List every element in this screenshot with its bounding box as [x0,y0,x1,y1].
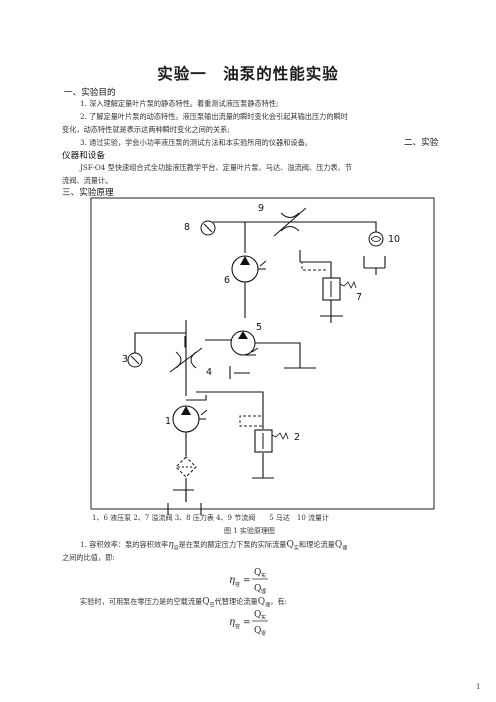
page-number: 1 [476,683,481,691]
label-9: 9 [258,203,264,214]
label-4: 4 [206,367,212,378]
label-3: 3 [122,354,128,365]
label-7: 7 [356,292,362,303]
svg-text:容: 容 [235,581,240,588]
equipment-line-2: 流阀、流量计。 [62,176,113,185]
efficiency-paragraph-cont: 之间的比值，即: [62,553,115,562]
diagram-frame [90,197,435,510]
svg-text:理: 理 [261,589,266,595]
section-heading-equipment: 二、实验 [404,138,439,148]
purpose-item-2: 2. 了解定量叶片泵的动态特性。液压泵输出流量的瞬时变化会引起其输出压力的瞬时 [80,112,348,121]
diagram-legend: 1、6 液压泵 2、7 溢流阀 3、8 压力表 4、9 节流阀 5 马达 10 … [92,514,330,522]
svg-text:Q: Q [254,626,261,636]
label-2: 2 [294,432,300,443]
svg-text:容: 容 [235,623,240,630]
component-labels: 1 2 3 4 5 6 7 8 9 10 [122,203,400,443]
svg-text:η: η [229,575,235,586]
section-heading-purpose: 一、实验目的 [64,88,116,98]
svg-text:实: 实 [261,572,266,579]
page-title: 实验一 油泵的性能实验 [157,65,339,83]
svg-text:=: = [243,576,251,586]
equipment-line-1: JSF-O4 型快速组合式全功能液压教学平台、定量叶片泵、马达、溢流阀、压力表、… [80,163,353,172]
section-heading-equipment-cont: 仪器和设备 [62,151,105,161]
svg-text:η: η [229,617,235,628]
label-10: 10 [388,234,400,245]
svg-text:Q: Q [254,610,261,620]
purpose-item-2-cont: 变化，动态特性就是表示这两种瞬时变化之间的关系; [62,125,230,134]
section-heading-principle: 三、实验原理 [62,188,114,198]
svg-text:零: 零 [261,631,266,637]
efficiency-paragraph: 1. 容积效率：泵的容积效率η容是在泵的额定压力下泵的实际流量Q实和理论流量Q理 [80,540,348,552]
circuit-lines [134,221,386,515]
svg-text:=: = [243,618,251,628]
label-8: 8 [184,222,190,233]
figure-caption: 图 1 实验原理图 [224,527,275,535]
svg-text:实: 实 [261,614,266,621]
idle-flow-paragraph: 实验时，可用泵在零压力是的空载流量Q空代替理论流量Q理，有: [80,597,287,609]
svg-text:Q: Q [254,584,261,594]
label-6: 6 [224,275,230,286]
purpose-item-3: 3. 通过实验，学会小功率液压泵的测试方法和本实验所用的仪器和设备。 [80,138,312,147]
label-5: 5 [256,322,262,333]
label-1: 1 [165,416,171,427]
purpose-item-1: 1. 深入理解定量叶片泵的静态特性。着重测试液压泵静态特性; [80,99,279,108]
svg-text:Q: Q [254,568,261,578]
